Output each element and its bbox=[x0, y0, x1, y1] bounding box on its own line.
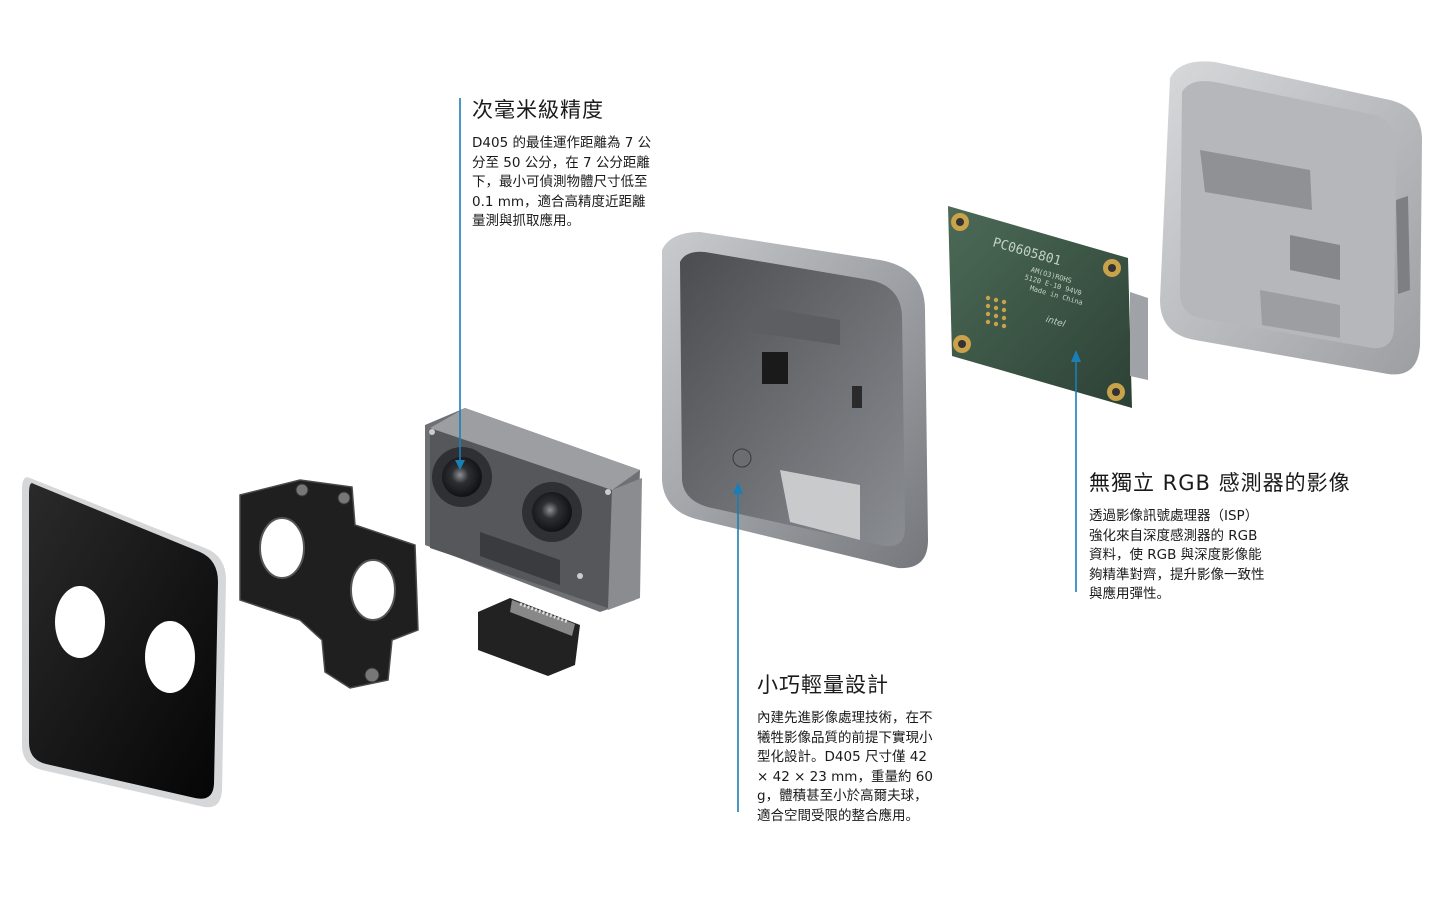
callout-precision-body: D405 的最佳運作距離為 7 公 分至 50 公分，在 7 公分距離 下，最小… bbox=[472, 135, 652, 229]
front-cover-plate bbox=[22, 477, 226, 808]
vision-processor-board: PC0605801 AM(O3)ROHS 5120 E-10 94V0 Made… bbox=[948, 206, 1148, 408]
cover-window-left bbox=[55, 586, 105, 658]
left-stereo-lens bbox=[442, 457, 482, 497]
callout-compact-body: 內建先進影像處理技術，在不 犧牲影像品質的前提下實現小 型化設計。D405 尺寸… bbox=[757, 710, 933, 824]
cover-window-right bbox=[145, 621, 195, 693]
inner-housing bbox=[662, 232, 928, 569]
callout-precision-title: 次毫米級精度 bbox=[472, 98, 604, 122]
callout-compact: 小巧輕量設計 內建先進影像處理技術，在不 犧牲影像品質的前提下實現小 型化設計。… bbox=[757, 669, 997, 826]
callout-compact-title: 小巧輕量設計 bbox=[757, 673, 889, 697]
right-stereo-lens bbox=[532, 492, 572, 532]
callout-precision: 次毫米級精度 D405 的最佳運作距離為 7 公 分至 50 公分，在 7 公分… bbox=[472, 94, 702, 232]
lens-bracket bbox=[239, 479, 419, 689]
callout-isp-body: 透過影像訊號處理器（ISP） 強化來自深度感測器的 RGB 資料，使 RGB 與… bbox=[1089, 508, 1265, 602]
stereo-camera-module bbox=[425, 408, 642, 612]
back-housing bbox=[1160, 61, 1422, 375]
arrowhead-compact bbox=[733, 482, 743, 494]
usb-connector bbox=[478, 598, 580, 676]
callout-isp-title: 無獨立 RGB 感測器的影像 bbox=[1089, 471, 1351, 495]
arrowhead-isp bbox=[1071, 350, 1081, 362]
arrowhead-precision bbox=[455, 460, 465, 470]
callout-isp: 無獨立 RGB 感測器的影像 透過影像訊號處理器（ISP） 強化來自深度感測器的… bbox=[1089, 467, 1419, 605]
